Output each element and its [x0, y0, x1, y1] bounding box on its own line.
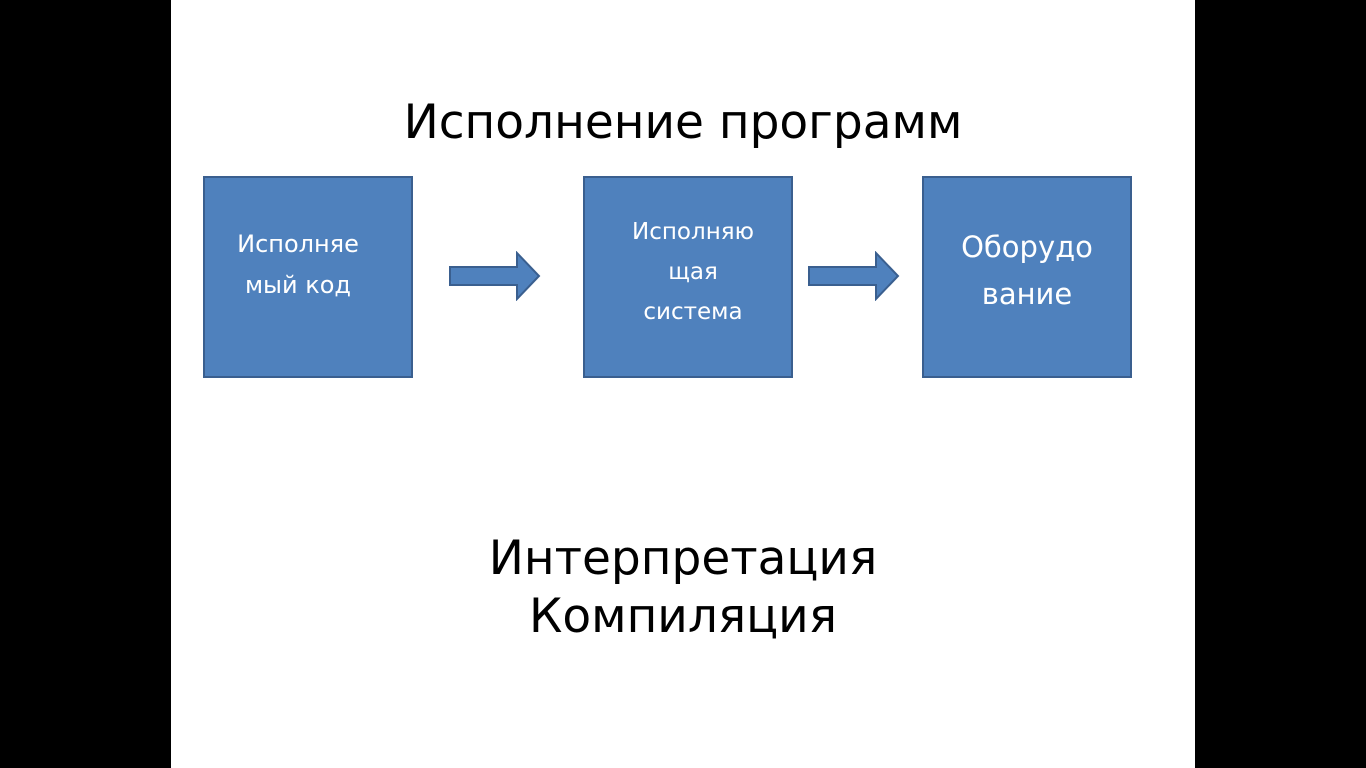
diagram-box-execution-system: Исполняю щая система [583, 176, 793, 378]
diagram-box-hardware: Оборудо вание [922, 176, 1132, 378]
diagram-box-label: Оборудо вание [961, 230, 1093, 311]
bottom-text: Интерпретация Компиляция [171, 530, 1195, 646]
diagram-box-label: Исполняе мый код [237, 230, 359, 299]
right-arrow-icon [449, 251, 541, 301]
right-arrow-icon [808, 251, 900, 301]
diagram-box-executable-code: Исполняе мый код [203, 176, 413, 378]
diagram-box-label: Исполняю щая система [632, 219, 754, 325]
bottom-line-compilation: Компиляция [529, 589, 837, 644]
bottom-line-interpretation: Интерпретация [488, 531, 878, 586]
slide-title: Исполнение программ [403, 95, 963, 150]
slide: Исполнение программ Исполняе мый код Исп… [171, 0, 1195, 768]
